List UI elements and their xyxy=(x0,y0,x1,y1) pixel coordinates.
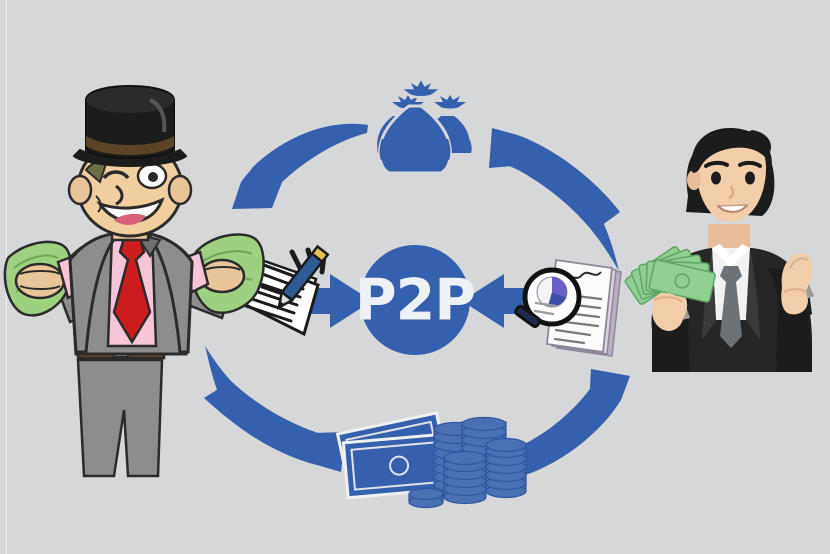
investor-character xyxy=(624,128,814,372)
cash-and-coins-icon xyxy=(335,411,527,509)
borrower-character xyxy=(3,84,265,478)
investor-thumbs-up-hand xyxy=(781,252,813,315)
investor-hand-left xyxy=(651,293,685,331)
borrower-hand-right xyxy=(198,258,246,294)
credit-report-icon xyxy=(514,258,622,357)
p2p-hub-circle xyxy=(360,245,470,355)
money-bags-icon xyxy=(377,75,472,175)
arrow-bags-to-borrower xyxy=(232,123,368,209)
arrow-borrower-to-cash xyxy=(204,346,346,472)
arrow-investor-to-bags xyxy=(489,128,620,271)
borrower-hand-left xyxy=(14,262,66,300)
investor-cash-fan xyxy=(624,246,716,305)
